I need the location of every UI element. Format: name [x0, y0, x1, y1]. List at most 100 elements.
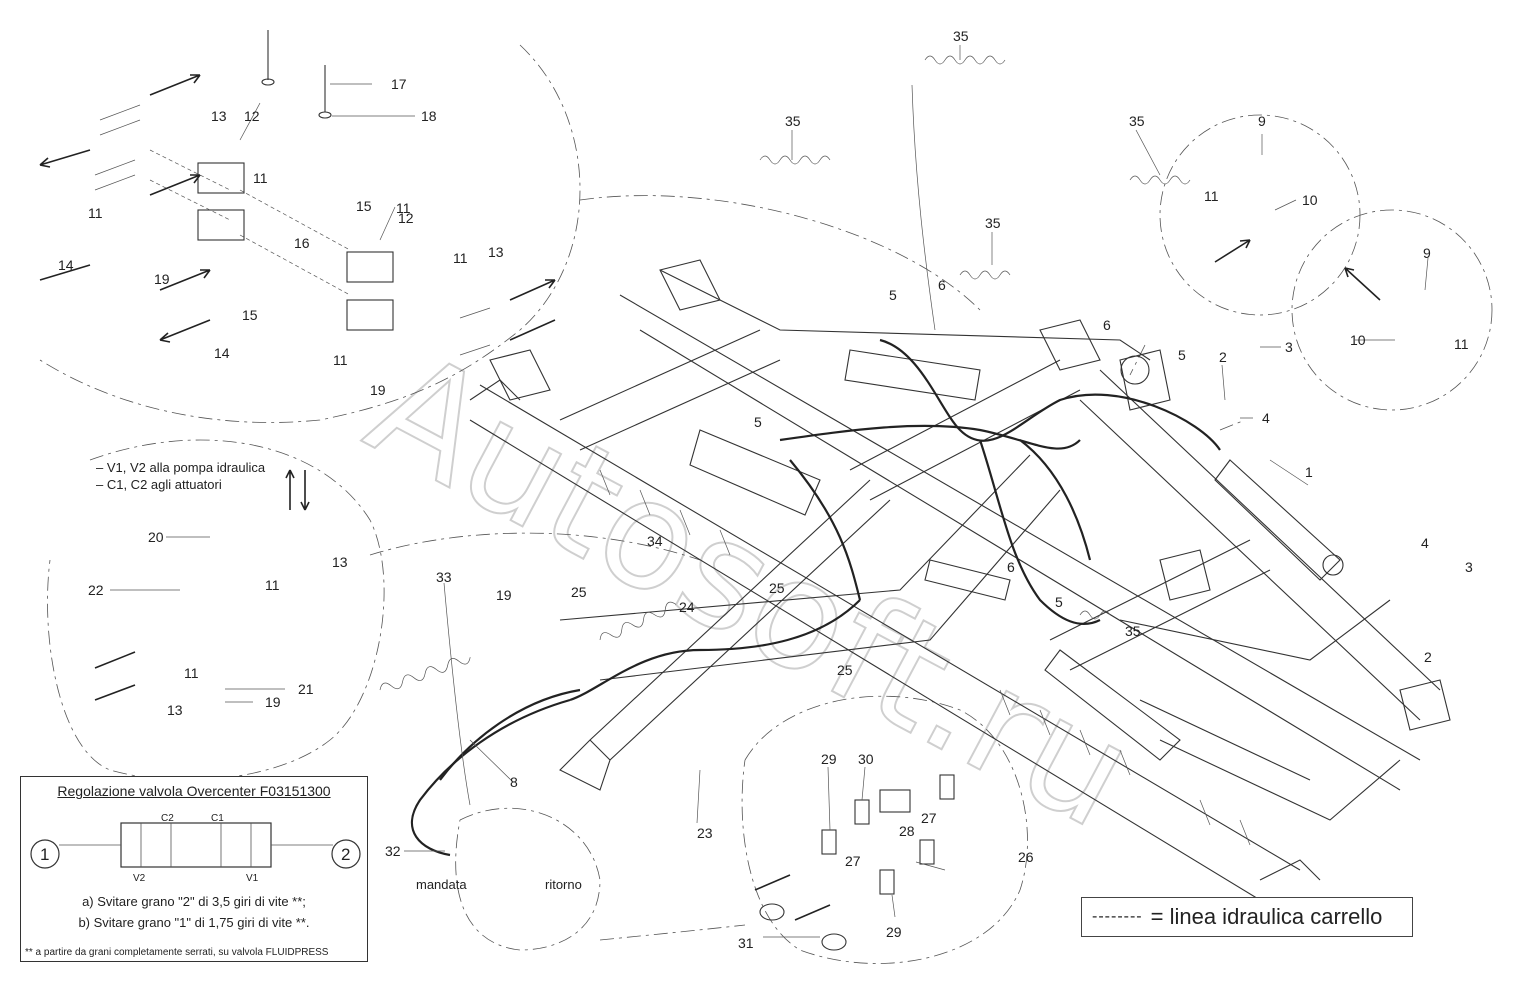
spring-35-d: [1129, 175, 1191, 185]
callout-11: 11: [453, 250, 468, 266]
callout-12: 12: [398, 210, 414, 226]
callout-4: 4: [1421, 535, 1429, 551]
cylinder-center: [924, 559, 1011, 601]
detail-bubble-right-2: [1291, 209, 1493, 411]
callout-29: 29: [821, 751, 837, 767]
callout-11: 11: [1204, 188, 1219, 204]
label-ritorno: ritorno: [545, 877, 582, 892]
screw-1-circle: [30, 839, 60, 869]
hydraulic-cylinders: [689, 349, 1344, 761]
valve-block-12c: [346, 251, 394, 283]
callout-1: 1: [1305, 464, 1313, 480]
machine-frame: [469, 259, 1451, 901]
callout-9: 9: [1258, 113, 1266, 129]
callout-11: 11: [184, 665, 199, 681]
callout-15: 15: [242, 307, 258, 323]
screw-2-label: 2: [341, 845, 350, 864]
detail-bubble-coupler: [741, 695, 1028, 964]
callout-13: 13: [488, 244, 504, 260]
spring-35-e: [1079, 610, 1111, 620]
callout-30: 30: [858, 751, 874, 767]
callout-13: 13: [211, 108, 227, 124]
port-c1-label: C1: [211, 813, 224, 824]
callout-11: 11: [265, 577, 280, 593]
legend-label: = linea idraulica carrello: [1150, 904, 1383, 929]
leader-lines: [110, 45, 1429, 938]
legend-hydraulic-line: -------- = linea idraulica carrello: [1081, 897, 1413, 937]
coupler-parts: [759, 774, 955, 951]
callout-11: 11: [333, 352, 348, 368]
detail-bubble-hose-end: [455, 807, 601, 951]
callout-16: 16: [294, 235, 310, 251]
detail-bubble-connector: [579, 195, 981, 311]
callout-17: 17: [391, 76, 407, 92]
coupler-30: [854, 799, 870, 825]
callout-31: 31: [738, 935, 754, 951]
spring-34: [599, 601, 677, 641]
callout-11: 11: [88, 205, 103, 221]
callout-9: 9: [1423, 245, 1431, 261]
fitting-26a: [939, 774, 955, 800]
callout-29: 29: [886, 924, 902, 940]
callout-5: 5: [1055, 594, 1063, 610]
callout-6: 6: [1007, 559, 1015, 575]
legend-dashed-line: --------: [1092, 908, 1143, 925]
detail-bubble-top-left: [39, 44, 581, 423]
cylinder-left: [689, 429, 821, 516]
callout-25: 25: [837, 662, 853, 678]
fitting-26b: [919, 839, 935, 865]
callout-19: 19: [265, 694, 281, 710]
callout-6: 6: [938, 277, 946, 293]
valve-block-12a: [197, 162, 245, 194]
detail-bubble-connector-2: [369, 532, 701, 561]
screw-1-label: 1: [40, 845, 49, 864]
callout-4: 4: [1262, 410, 1270, 426]
callout-5: 5: [889, 287, 897, 303]
callout-20: 20: [148, 529, 164, 545]
coupler-29b: [879, 869, 895, 895]
hydraulic-hoses: [410, 338, 1221, 857]
washer-18a: [261, 78, 275, 86]
detail-bubble-valve: [47, 439, 385, 781]
callout-21: 21: [298, 681, 314, 697]
callout-11: 11: [396, 200, 411, 216]
callout-33: 33: [436, 569, 452, 585]
callout-35: 35: [953, 28, 969, 44]
dust-cap-31b: [821, 933, 847, 951]
callout-25: 25: [769, 580, 785, 596]
callout-5: 5: [1178, 347, 1186, 363]
callout-19: 19: [496, 587, 512, 603]
spring-35-b: [759, 155, 831, 165]
callout-11: 11: [1454, 336, 1469, 352]
callout-35: 35: [1129, 113, 1145, 129]
spring-35-a: [924, 55, 1006, 65]
callout-34: 34: [647, 533, 663, 549]
callout-14: 14: [58, 257, 74, 273]
callout-5: 5: [754, 414, 762, 430]
callout-26: 26: [1018, 849, 1034, 865]
detail-bubble-right-1: [1159, 114, 1361, 316]
callout-24: 24: [679, 599, 695, 615]
note-step-b: b) Svitare grano "1" di 1,75 giri di vit…: [78, 915, 310, 930]
callout-10: 10: [1350, 332, 1366, 348]
callout-12: 12: [244, 108, 260, 124]
spring-parts: [379, 55, 1191, 691]
callout-10: 10: [1302, 192, 1318, 208]
screw-2-circle: [331, 839, 361, 869]
callout-19: 19: [370, 382, 386, 398]
callout-27: 27: [845, 853, 861, 869]
callout-3: 3: [1465, 559, 1473, 575]
port-v2-label: V2: [133, 873, 146, 884]
callout-35: 35: [785, 113, 801, 129]
coupler-29a: [821, 829, 837, 855]
detail-connector-lines: [599, 344, 1246, 941]
valve-block-parts: [94, 30, 491, 356]
callout-11: 11: [253, 170, 268, 186]
valve-info-line-1: – V1, V2 alla pompa idraulica: [96, 460, 266, 475]
port-c2-label: C2: [161, 813, 174, 824]
note-valve-diagram: 1 2 C2 C1 V2 V1: [30, 813, 361, 884]
flow-arrows: [39, 74, 1381, 921]
callout-19: 19: [154, 271, 170, 287]
